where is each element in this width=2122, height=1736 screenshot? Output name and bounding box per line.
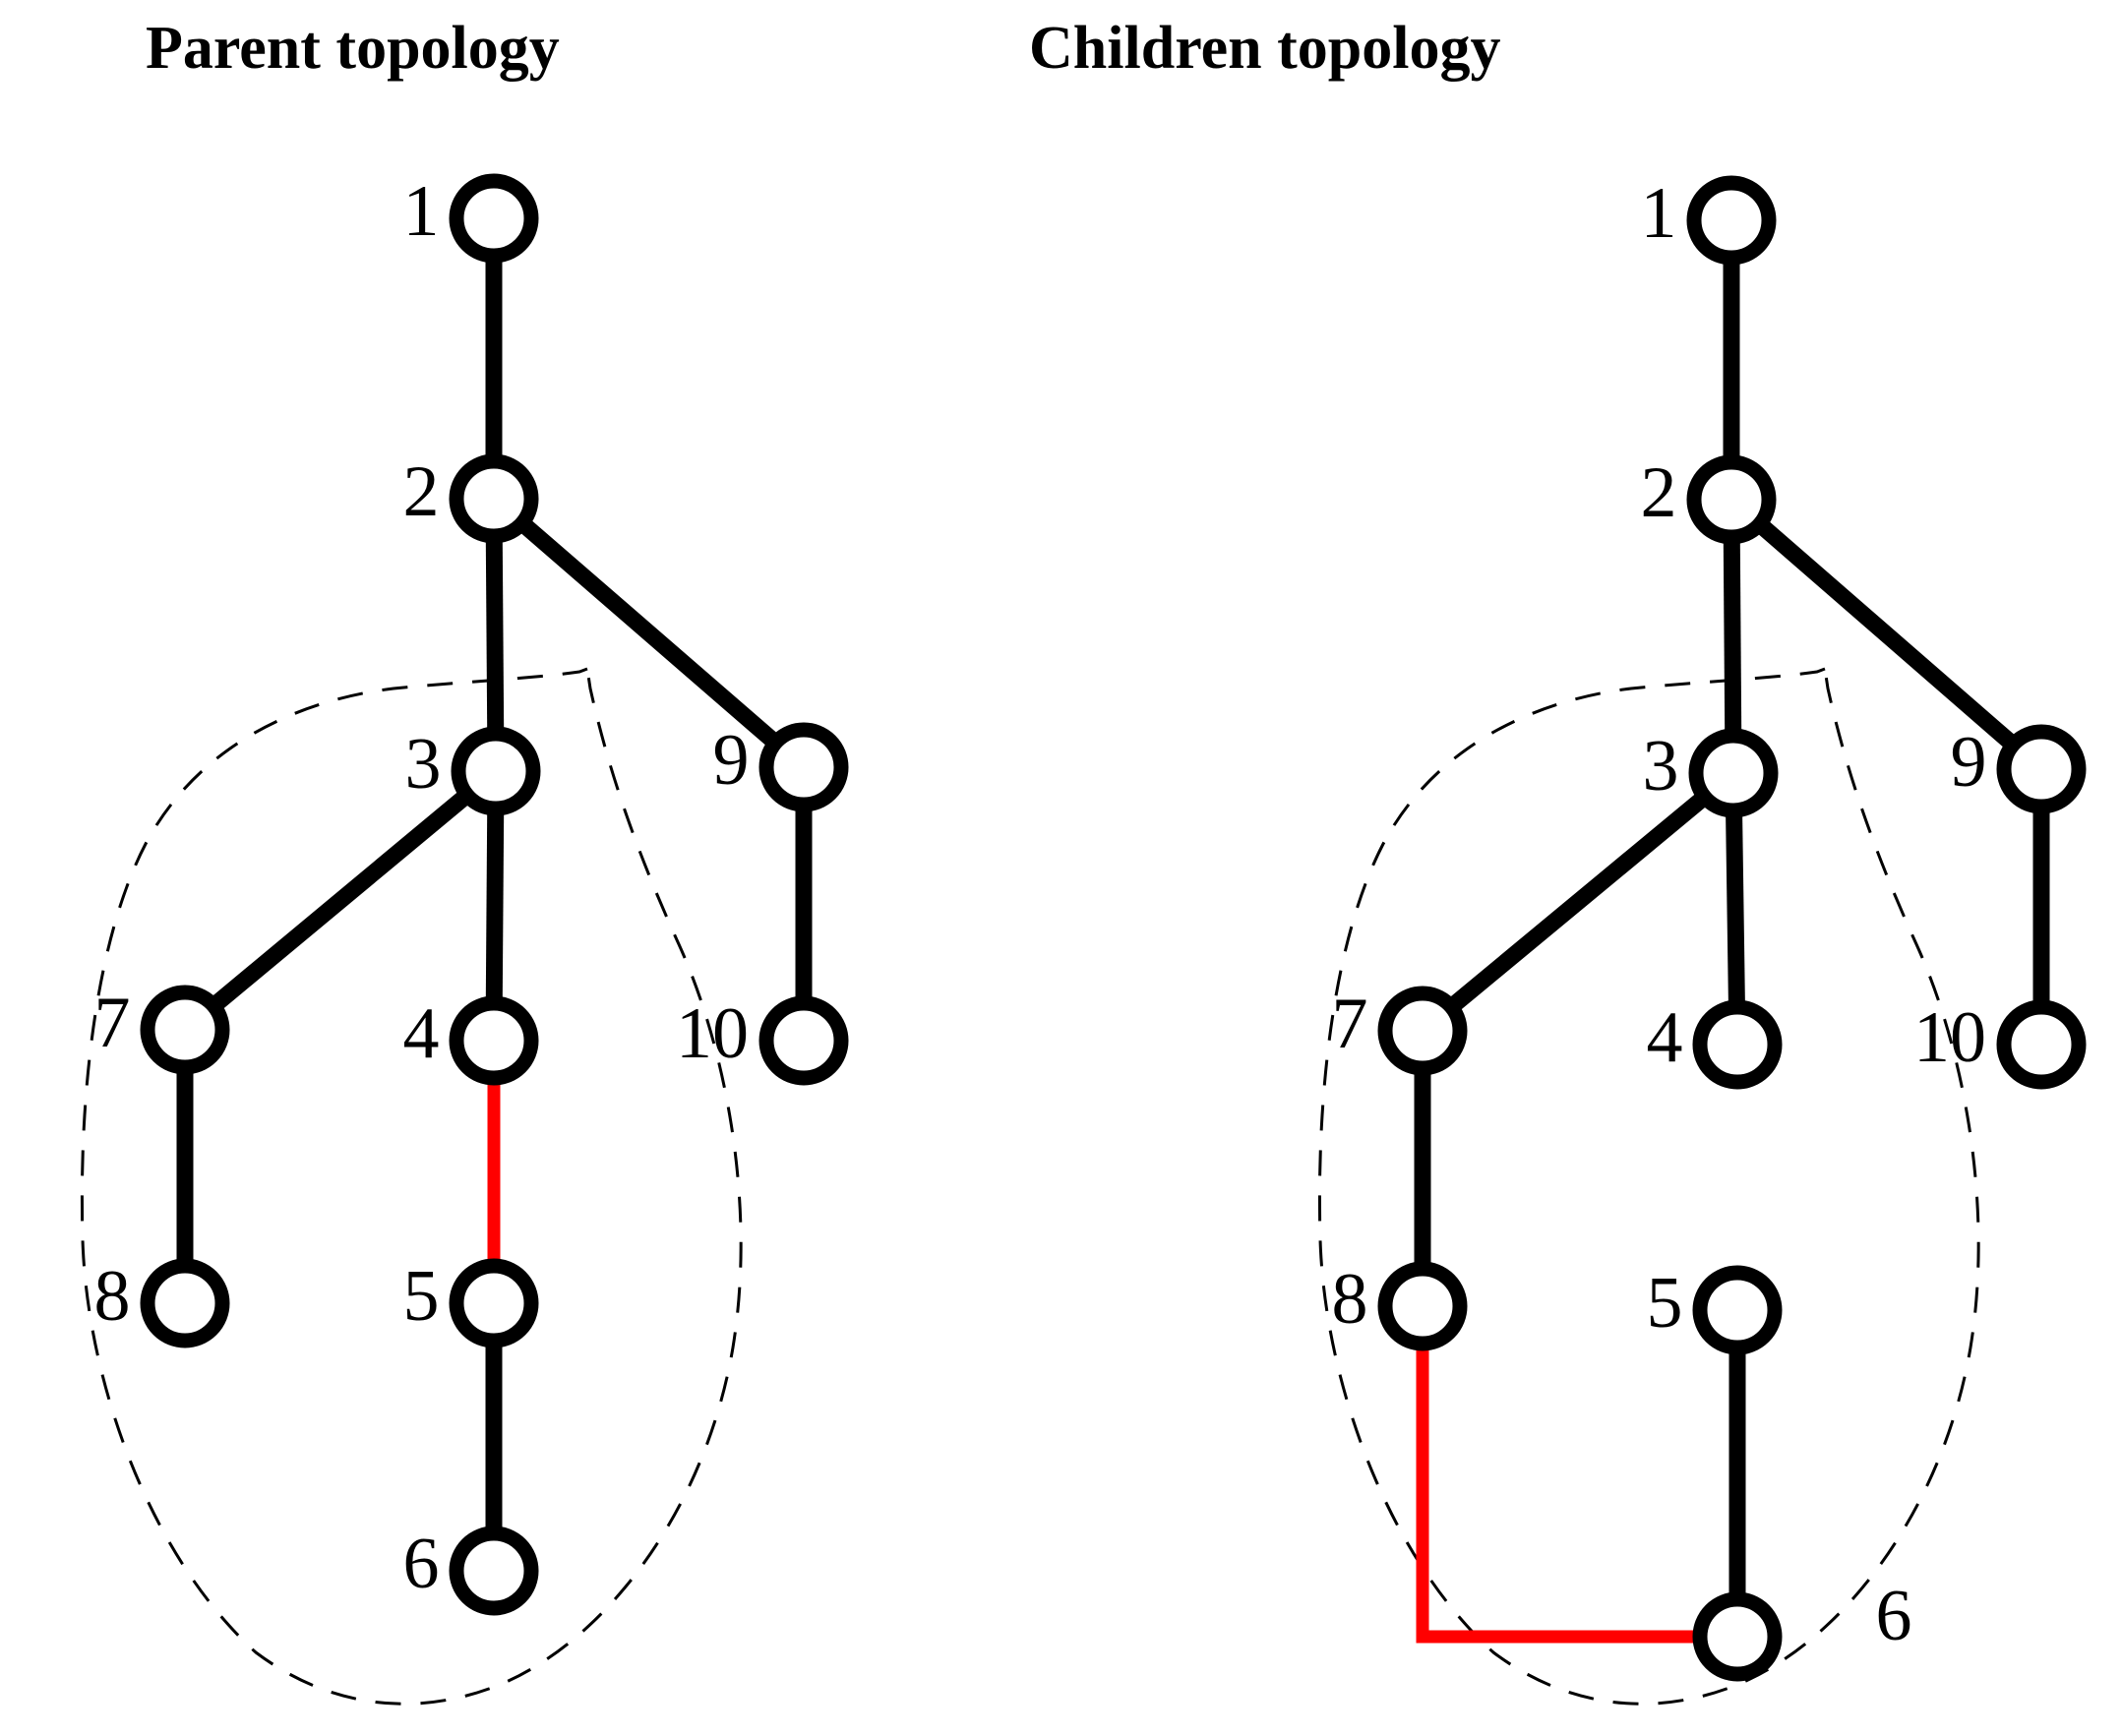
- children-topology-title: Children topology: [1029, 15, 1501, 82]
- node-children-7[interactable]: [1377, 986, 1468, 1076]
- node-label-children-2: 2: [1641, 452, 1677, 533]
- contour-layer: [80, 666, 1980, 1706]
- edge-parent-2-3: [485, 535, 505, 735]
- node-children-6[interactable]: [1692, 1591, 1783, 1682]
- node-label-children-6: 6: [1876, 1576, 1912, 1656]
- node-label-parent-3: 3: [405, 724, 442, 805]
- node-label-parent-1: 1: [403, 171, 440, 252]
- node-parent-1[interactable]: [449, 173, 539, 264]
- dashed-subtree-contour-children: [1317, 666, 1980, 1706]
- node-label-parent-10: 10: [676, 993, 749, 1074]
- node-label-children-4: 4: [1647, 997, 1683, 1078]
- node-parent-4[interactable]: [449, 995, 539, 1086]
- node-label-layer: 1 2 3 4 5 6 7 8 9 10 1 2 3 4 5 6 7 8 9 10: [94, 171, 1987, 1656]
- node-parent-9[interactable]: [758, 722, 849, 812]
- parent-topology-title: Parent topology: [146, 15, 560, 82]
- node-label-parent-4: 4: [403, 993, 440, 1074]
- node-label-parent-9: 9: [713, 720, 750, 801]
- edge-parent-3-4: [485, 808, 505, 1004]
- node-label-parent-6: 6: [403, 1524, 440, 1604]
- node-parent-2[interactable]: [449, 453, 539, 544]
- edge-children-3-7: [1445, 790, 1711, 1014]
- node-label-children-8: 8: [1332, 1259, 1368, 1340]
- node-label-parent-2: 2: [403, 451, 440, 532]
- node-parent-6[interactable]: [449, 1526, 539, 1616]
- node-label-parent-7: 7: [94, 983, 131, 1063]
- edge-layer: [176, 256, 2050, 1644]
- node-label-parent-5: 5: [403, 1256, 440, 1337]
- node-children-10[interactable]: [1996, 999, 2087, 1090]
- edge-parent-2-9: [516, 516, 781, 749]
- node-label-children-9: 9: [1951, 722, 1987, 803]
- node-label-children-5: 5: [1647, 1263, 1683, 1344]
- node-children-1[interactable]: [1686, 175, 1777, 266]
- node-parent-7[interactable]: [140, 985, 230, 1075]
- dashed-subtree-contour-parent: [80, 666, 743, 1706]
- node-parent-5[interactable]: [449, 1258, 539, 1348]
- node-parent-8[interactable]: [140, 1258, 230, 1348]
- node-label-children-7: 7: [1332, 984, 1368, 1064]
- node-label-children-1: 1: [1641, 173, 1677, 254]
- node-layer: [140, 173, 2087, 1682]
- edge-highlight-children-8-6: [1416, 1344, 1700, 1644]
- node-label-children-3: 3: [1643, 726, 1679, 807]
- node-parent-3[interactable]: [451, 726, 541, 816]
- node-children-3[interactable]: [1688, 728, 1779, 818]
- edge-children-2-9: [1754, 517, 2019, 751]
- node-children-5[interactable]: [1692, 1265, 1783, 1355]
- node-children-9[interactable]: [1996, 724, 2087, 814]
- node-label-parent-8: 8: [94, 1256, 131, 1337]
- edge-children-3-4: [1726, 809, 1745, 1008]
- edge-parent-3-7: [208, 788, 473, 1013]
- edge-children-2-3: [1723, 536, 1742, 737]
- node-children-2[interactable]: [1686, 454, 1777, 545]
- node-children-4[interactable]: [1692, 999, 1783, 1090]
- node-children-8[interactable]: [1377, 1261, 1468, 1351]
- node-label-children-10: 10: [1913, 997, 1986, 1078]
- node-parent-10[interactable]: [758, 995, 849, 1086]
